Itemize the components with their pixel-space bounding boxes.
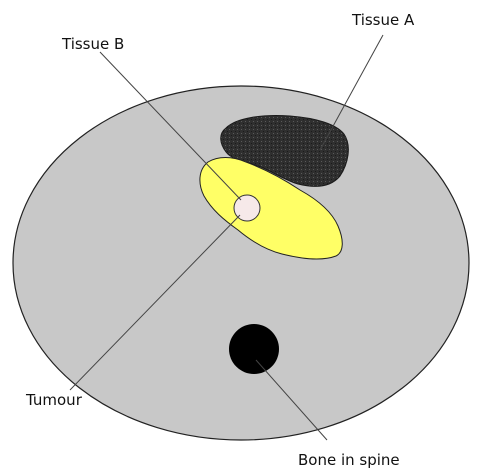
bone-in-spine-circle [229,324,279,374]
tissue-a-label: Tissue A [351,11,415,29]
bone-in-spine-label: Bone in spine [298,451,400,469]
tumour-label: Tumour [25,391,83,409]
tissue-b-label: Tissue B [61,35,124,53]
